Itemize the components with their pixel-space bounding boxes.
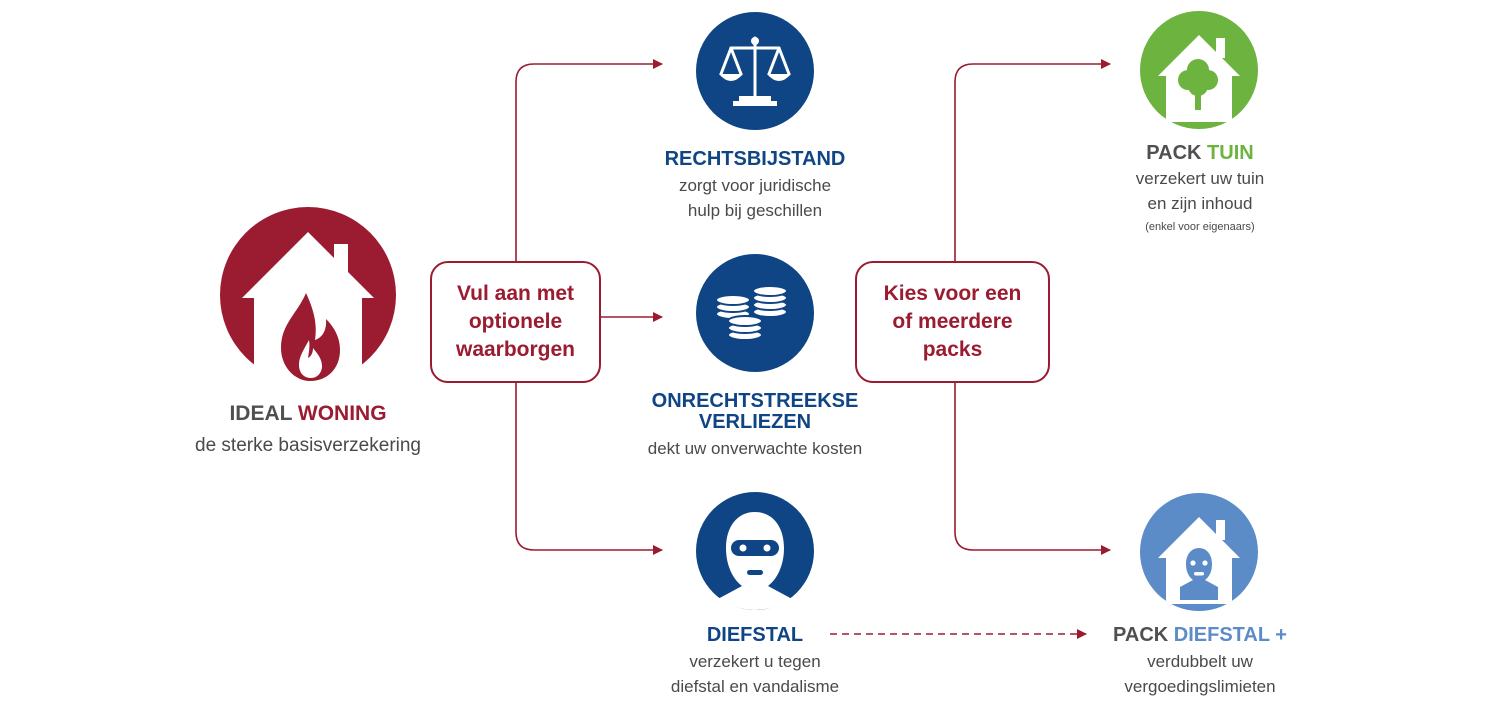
onrechtstreekse-title2: VERLIEZEN <box>698 411 812 433</box>
box-optional-line3: waarborgen <box>455 338 576 361</box>
scales-icon <box>696 12 814 130</box>
house-thief-icon <box>1140 493 1258 611</box>
pack-diefstal-desc2: vergoedingslimieten <box>1124 677 1276 696</box>
diefstal-title: DIEFSTAL <box>706 624 804 646</box>
pack-diefstal-title: PACK DIEFSTAL + <box>1060 624 1340 646</box>
box-optional-line2: optionele <box>468 310 563 333</box>
rechtsbijstand-desc1: zorgt voor juridische <box>678 176 832 195</box>
arrow-to-rechtsbijstand <box>515 59 663 262</box>
optional-guarantees-box: Vul aan met optionele waarborgen <box>430 261 601 383</box>
connectors-right <box>830 59 1111 639</box>
rechtsbijstand-title: RECHTSBIJSTAND <box>664 148 846 170</box>
pack-tuin-desc2: en zijn inhoud <box>1147 194 1253 213</box>
arrow-to-pack-diefstal <box>954 382 1111 555</box>
pack-tuin-desc1: verzekert uw tuin <box>1135 169 1265 188</box>
arrow-to-pack-tuin <box>954 59 1111 262</box>
pack-tuin-title-part2: TUIN <box>1207 142 1254 164</box>
pack-diefstal-title-part2: DIEFSTAL + <box>1173 624 1287 646</box>
choose-packs-box: Kies voor een of meerdere packs <box>855 261 1050 383</box>
base-subtitle: de sterke basisverzekering <box>195 435 421 456</box>
box-packs-line3: packs <box>922 338 983 361</box>
rechtsbijstand-desc2: hulp bij geschillen <box>687 201 823 220</box>
pack-diefstal-title-part1: PACK <box>1113 624 1169 646</box>
base-title-part1: IDEAL <box>229 402 293 425</box>
pack-tuin-title: PACK TUIN <box>1080 142 1320 164</box>
coins-icon <box>696 254 814 372</box>
base-title-part2: WONING <box>297 402 387 425</box>
thief-icon <box>696 492 814 610</box>
box-packs-line2: of meerdere <box>892 310 1013 333</box>
house-fire-icon <box>220 207 396 383</box>
base-title: IDEAL WONING <box>168 403 448 425</box>
pack-tuin-note: (enkel voor eigenaars) <box>1145 221 1255 233</box>
connectors-left <box>515 59 663 555</box>
house-tree-icon <box>1140 11 1258 129</box>
box-optional-line1: Vul aan met <box>456 282 575 305</box>
diefstal-desc1: verzekert u tegen <box>689 652 821 671</box>
arrow-to-diefstal <box>515 382 663 555</box>
onrechtstreekse-title1: ONRECHTSTREEKSE <box>651 390 859 412</box>
pack-diefstal-desc1: verdubbelt uw <box>1147 652 1253 671</box>
pack-tuin-title-part1: PACK <box>1146 142 1202 164</box>
box-packs-line1: Kies voor een <box>883 282 1022 305</box>
onrechtstreekse-desc1: dekt uw onverwachte kosten <box>647 439 863 458</box>
diefstal-desc2: diefstal en vandalisme <box>670 677 840 696</box>
